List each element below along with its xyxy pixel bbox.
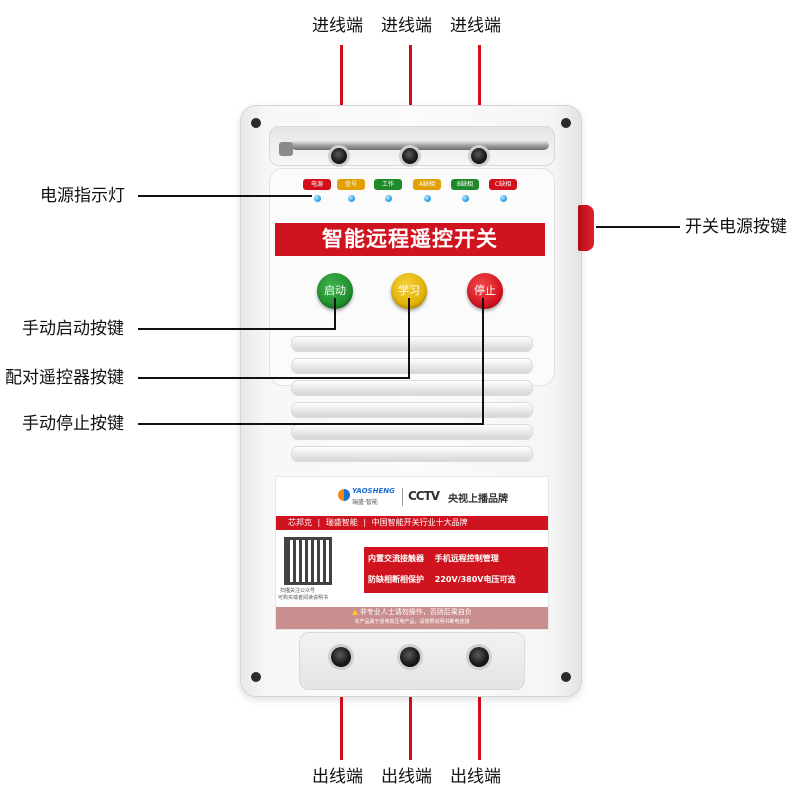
input-line-2 (409, 45, 412, 131)
callout-line-power-indicator (138, 195, 312, 197)
vent-rib (291, 336, 533, 352)
indicator-label: C缺相 (489, 179, 517, 190)
manual-stop-label: 手动停止按键 (22, 414, 124, 434)
warning-bar: ▲ 非专业人士请勿操作，否则后果自负 本产品属于强电高压电产品，请按照说明书断电… (276, 607, 548, 629)
banner-title: 智能远程遥控开关 (322, 227, 498, 251)
input-terminal-2 (402, 148, 418, 164)
vent-rib (291, 424, 533, 440)
cctv-logo: CCTV (408, 489, 440, 503)
brand-strip: 芯邦克 | 瑞盛智能 | 中国智能开关行业十大品牌 (276, 516, 548, 530)
brand-divider (402, 488, 403, 506)
yaosheng-logo-icon (338, 489, 350, 501)
feature-remote: 手机远程控制管理 (434, 554, 499, 563)
warning-main: ▲ 非专业人士请勿操作，否则后果自负 (352, 608, 472, 616)
output-terminal-label-3: 出线端 (450, 767, 501, 787)
device-enclosure: 电源 信号 工作 A缺相 B缺相 C缺相 智能远程遥控开关 启动 学习 停止 (240, 105, 582, 697)
callout-line-stop-v (482, 298, 484, 425)
pair-remote-label: 配对遥控器按键 (5, 368, 124, 388)
feature-voltage: 220V/380V电压可选 (434, 575, 516, 584)
spec-label-sticker: YAOSHENG 瑞盛·智能 CCTV 央视上播品牌 芯邦克 | 瑞盛智能 | … (275, 476, 549, 630)
learn-button[interactable]: 学习 (391, 273, 427, 309)
screw-bottom-right (561, 672, 571, 682)
antenna-cap (279, 142, 293, 156)
output-terminal-2 (400, 647, 420, 667)
callout-line-start-v (334, 298, 336, 330)
vent-rib (291, 446, 533, 462)
screw-bottom-left (251, 672, 261, 682)
indicator-phase-c: C缺相 (489, 179, 517, 202)
vent-rib (291, 380, 533, 396)
feature-box: 内置交流接触器 手机远程控制管理 防缺相断相保护 220V/380V电压可选 (364, 547, 548, 593)
input-terminal-1 (331, 148, 347, 164)
stop-button[interactable]: 停止 (467, 273, 503, 309)
led-icon (313, 195, 321, 202)
output-terminal-3 (469, 647, 489, 667)
logo-sub: 瑞盛·智能 (352, 499, 378, 506)
feature-phase-protect: 防缺相断相保护 (368, 575, 424, 584)
strip-slogan: 中国智能开关行业十大品牌 (371, 518, 468, 527)
indicator-label: B缺相 (451, 179, 479, 190)
power-switch-label: 开关电源按键 (685, 217, 787, 237)
indicator-label: 工作 (374, 179, 402, 190)
output-line-3 (478, 668, 481, 760)
strip-sep: | (363, 518, 367, 527)
led-icon (347, 195, 355, 202)
qr-code-icon (284, 537, 332, 585)
input-line-3 (478, 45, 481, 131)
callout-line-start (138, 328, 336, 330)
vent-rib (291, 358, 533, 374)
stop-button-label: 停止 (474, 284, 496, 297)
warning-icon: ▲ (352, 608, 358, 616)
screw-top-right (561, 118, 571, 128)
output-line-1 (340, 668, 343, 760)
indicator-phase-a: A缺相 (413, 179, 441, 202)
led-icon (423, 195, 431, 202)
logo-text: YAOSHENG (352, 487, 395, 495)
indicator-signal: 信号 (337, 179, 365, 202)
screw-top-left (251, 118, 261, 128)
strip-brand-2: 瑞盛智能 (325, 518, 358, 527)
indicator-phase-b: B缺相 (451, 179, 479, 202)
callout-line-learn-v (408, 298, 410, 379)
brand-row: YAOSHENG 瑞盛·智能 CCTV 央视上播品牌 (338, 487, 548, 509)
manual-start-label: 手动启动按键 (22, 319, 124, 339)
qr-caption-1: 扫描关注公众号 (280, 588, 316, 594)
feature-contactor: 内置交流接触器 (368, 554, 424, 563)
output-line-2 (409, 668, 412, 760)
vent-rib (291, 402, 533, 418)
output-terminal-label-1: 出线端 (312, 767, 363, 787)
feature-row-1: 内置交流接触器 手机远程控制管理 (368, 553, 499, 564)
indicator-label: 信号 (337, 179, 365, 190)
feature-row-2: 防缺相断相保护 220V/380V电压可选 (368, 574, 516, 585)
input-terminal-label-3: 进线端 (450, 16, 501, 36)
start-button-label: 启动 (324, 284, 346, 297)
callout-line-stop (138, 423, 484, 425)
cctv-text: 央视上播品牌 (448, 494, 508, 505)
warning-sub: 本产品属于强电高压电产品，请按照说明书断电连接 (354, 619, 470, 625)
indicator-label: 电源 (303, 179, 331, 190)
antenna (291, 140, 549, 150)
input-terminal-label-2: 进线端 (381, 16, 432, 36)
input-line-1 (340, 45, 343, 131)
strip-sep: | (317, 518, 321, 527)
qr-caption-2: 可购买或者阅读说明书 (278, 595, 329, 601)
output-terminal-1 (331, 647, 351, 667)
indicator-work: 工作 (374, 179, 402, 202)
callout-line-power-switch (596, 226, 680, 228)
learn-button-label: 学习 (398, 284, 420, 297)
power-indicator-label: 电源指示灯 (40, 186, 125, 206)
input-terminal-3 (471, 148, 487, 164)
output-terminal-label-2: 出线端 (381, 767, 432, 787)
input-terminal-label-1: 进线端 (312, 16, 363, 36)
strip-brand-1: 芯邦克 (288, 518, 312, 527)
led-icon (499, 195, 507, 202)
product-title-banner: 智能远程遥控开关 (275, 223, 545, 256)
indicator-label: A缺相 (413, 179, 441, 190)
indicator-power: 电源 (303, 179, 331, 202)
callout-line-learn (138, 377, 410, 379)
power-switch[interactable] (578, 205, 594, 251)
led-icon (384, 195, 392, 202)
led-icon (461, 195, 469, 202)
